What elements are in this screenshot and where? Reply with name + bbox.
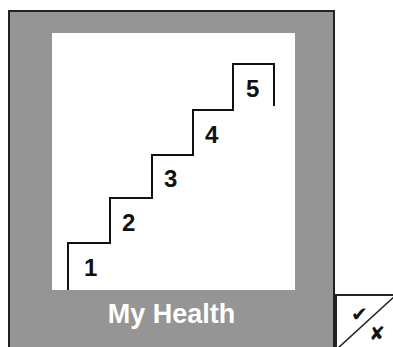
step-number: 2 (122, 209, 135, 237)
step-number: 1 (84, 254, 97, 282)
check-box: ✔✘ (335, 294, 393, 347)
step-number: 4 (205, 121, 218, 149)
step-number: 5 (246, 75, 259, 103)
cross-mark: ✘ (369, 322, 385, 345)
stair-steps (68, 64, 274, 290)
white-panel (52, 33, 295, 290)
check-mark: ✔ (351, 302, 368, 326)
frame-title: My Health (10, 299, 333, 330)
step-number: 3 (164, 165, 177, 193)
